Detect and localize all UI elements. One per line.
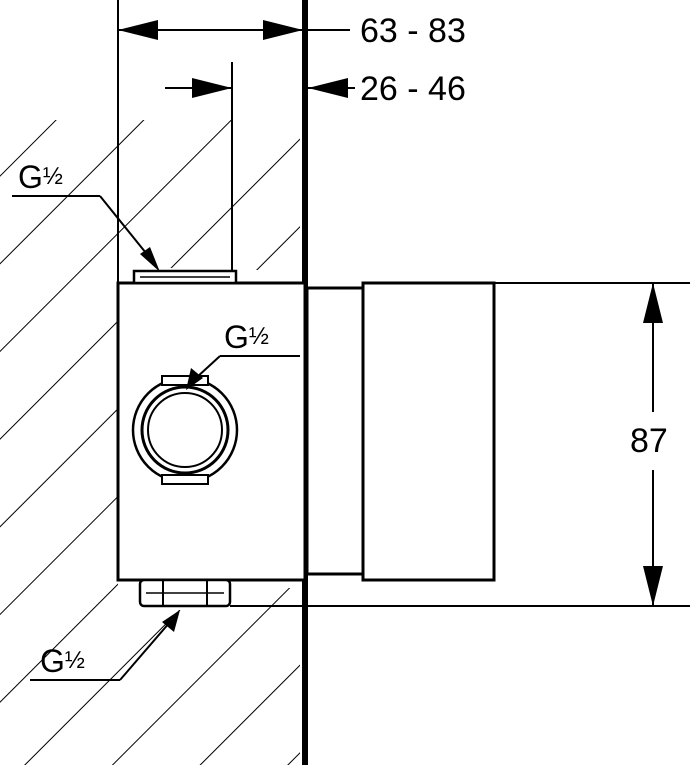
dimension-mount-depth (165, 62, 355, 272)
dimension-height (230, 282, 690, 607)
bottom-connection (138, 578, 232, 608)
thread-callout-front (186, 355, 300, 390)
dim-height-label: 87 (630, 422, 668, 460)
thread-label-bottom: G½ (40, 643, 85, 679)
trim-cover (361, 281, 496, 582)
thread-callout-top (12, 195, 160, 272)
dim-overall-depth-label: 63 - 83 (360, 12, 466, 50)
trim-sleeve (305, 286, 365, 576)
thread-label-top: G½ (18, 159, 63, 195)
thread-callout-bottom (30, 610, 180, 681)
dimension-overall-depth (117, 0, 350, 283)
thread-label-front: G½ (224, 319, 269, 355)
front-connection (131, 375, 239, 485)
dim-mount-depth-label: 26 - 46 (360, 70, 466, 108)
top-connection (132, 269, 238, 285)
